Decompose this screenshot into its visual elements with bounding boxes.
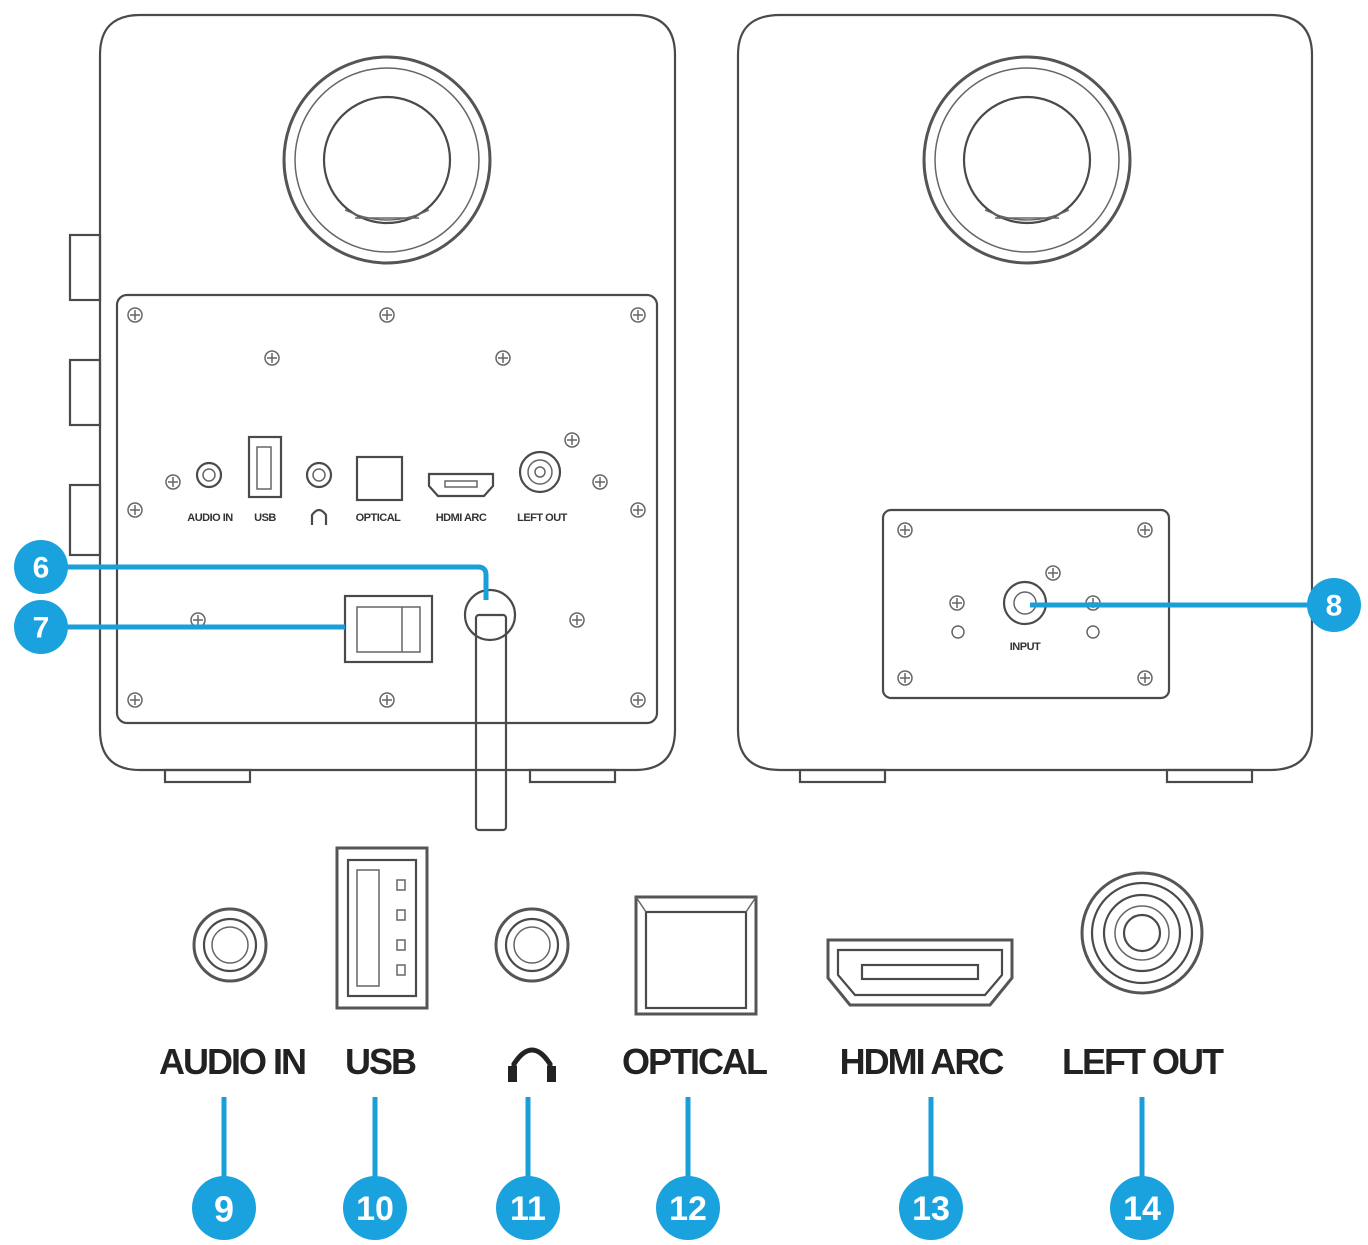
side-knob-middle[interactable]: [68, 358, 102, 427]
callout-line-6: [64, 564, 489, 600]
power-cord: [474, 613, 508, 832]
label-audio-in-small: AUDIO IN: [187, 512, 233, 524]
power-cord-grommet: [463, 588, 517, 642]
label-hdmi-arc: HDMI ARC: [840, 1041, 1005, 1082]
rear-panel-left: [115, 293, 659, 725]
callout-badge-6: 6: [14, 540, 68, 594]
svg-text:14: 14: [1123, 1190, 1161, 1228]
bass-port-left: [282, 55, 492, 265]
callout-badge-12: 12: [656, 1176, 720, 1240]
headphone-jack-small[interactable]: [305, 461, 333, 489]
headphone-icon-small: [310, 508, 328, 525]
bass-port-right: [922, 55, 1132, 265]
label-optical-small: OPTICAL: [356, 512, 402, 524]
label-left-out: LEFT OUT: [1062, 1041, 1224, 1082]
callout-badge-8: 8: [1307, 578, 1361, 632]
callout-badge-11: 11: [496, 1176, 560, 1240]
left-out-port-small[interactable]: [518, 450, 562, 494]
side-knob-top[interactable]: [68, 233, 102, 302]
optical-port[interactable]: [634, 895, 758, 1016]
svg-text:12: 12: [669, 1190, 707, 1228]
svg-text:9: 9: [214, 1189, 234, 1230]
callout-badge-14: 14: [1110, 1176, 1174, 1240]
headphone-icon: [511, 1047, 553, 1082]
svg-text:7: 7: [33, 612, 50, 645]
optical-port-small[interactable]: [355, 455, 404, 502]
label-audio-in: AUDIO IN: [159, 1041, 305, 1082]
left-speaker: AUDIO IN USB OPTICAL HDMI ARC LEFT OUT: [68, 13, 677, 832]
label-left-out-small: LEFT OUT: [517, 512, 568, 524]
svg-text:11: 11: [510, 1190, 546, 1228]
side-knob-bottom[interactable]: [68, 483, 102, 557]
label-input: INPUT: [1010, 641, 1041, 653]
hdmi-arc-port[interactable]: [826, 938, 1014, 1007]
label-optical: OPTICAL: [622, 1041, 767, 1082]
svg-text:10: 10: [356, 1190, 394, 1228]
callout-badge-9: 9: [192, 1176, 256, 1240]
svg-text:8: 8: [1326, 590, 1343, 623]
callout-badge-13: 13: [899, 1176, 963, 1240]
left-out-port[interactable]: [1080, 871, 1204, 995]
usb-port[interactable]: [335, 846, 429, 1010]
svg-text:6: 6: [33, 552, 50, 585]
label-usb: USB: [345, 1041, 416, 1082]
audio-in-port[interactable]: [192, 907, 268, 983]
callout-badge-10: 10: [343, 1176, 407, 1240]
right-speaker: INPUT: [736, 13, 1314, 784]
audio-in-jack-small[interactable]: [195, 461, 223, 489]
callout-badge-7: 7: [14, 600, 68, 654]
label-usb-small: USB: [254, 512, 276, 524]
headphone-port[interactable]: [494, 907, 570, 983]
svg-text:13: 13: [912, 1190, 950, 1228]
enlarged-ports: [192, 846, 1204, 1016]
usb-port-small[interactable]: [247, 435, 283, 499]
hdmi-port-small[interactable]: [427, 472, 495, 498]
label-hdmi-arc-small: HDMI ARC: [436, 512, 487, 524]
